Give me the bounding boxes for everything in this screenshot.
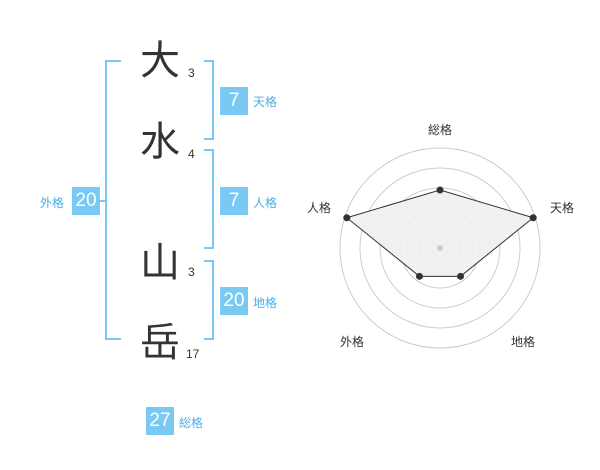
radar-ring-5: [339, 147, 541, 349]
radar-label-chikaku: 地格: [511, 335, 536, 349]
soukaku-value: 27: [146, 407, 174, 435]
kanji-char-4: 岳: [140, 320, 180, 366]
radar-label-jinkaku: 人格: [307, 201, 332, 215]
radar-label-gaikaku: 外格: [340, 335, 365, 349]
radar-label-tenkaku: 天格: [550, 201, 575, 215]
soukaku-label: 総格: [179, 416, 204, 430]
radar-ring-4: [359, 167, 521, 329]
radar-label-soukaku: 総格: [428, 123, 453, 137]
tenkaku-label: 天格: [253, 95, 278, 109]
tenkaku-value: 7: [220, 87, 248, 115]
radar-point-3: [457, 272, 465, 280]
jinkaku-label: 人格: [253, 196, 278, 210]
gaikaku-value: 20: [72, 187, 100, 215]
stroke-count-3: 3: [188, 265, 195, 279]
radar-point-2: [529, 214, 537, 222]
kanji-char-3: 山: [140, 240, 180, 286]
kanji-char-1: 大: [140, 38, 180, 84]
chikaku-value: 20: [220, 287, 248, 315]
radar-point-5: [343, 214, 351, 222]
stroke-count-1: 3: [188, 66, 195, 80]
radar-center: [437, 245, 443, 251]
stroke-count-4: 17: [186, 347, 200, 361]
chikaku-label: 地格: [253, 296, 278, 310]
gaikaku-label: 外格: [40, 196, 65, 210]
radar-point-1: [436, 186, 444, 194]
jinkaku-value: 7: [220, 187, 248, 215]
radar-polygon: [345, 189, 535, 277]
stroke-count-2: 4: [188, 147, 195, 161]
radar-point-4: [415, 272, 423, 280]
kanji-char-2: 水: [140, 119, 180, 165]
